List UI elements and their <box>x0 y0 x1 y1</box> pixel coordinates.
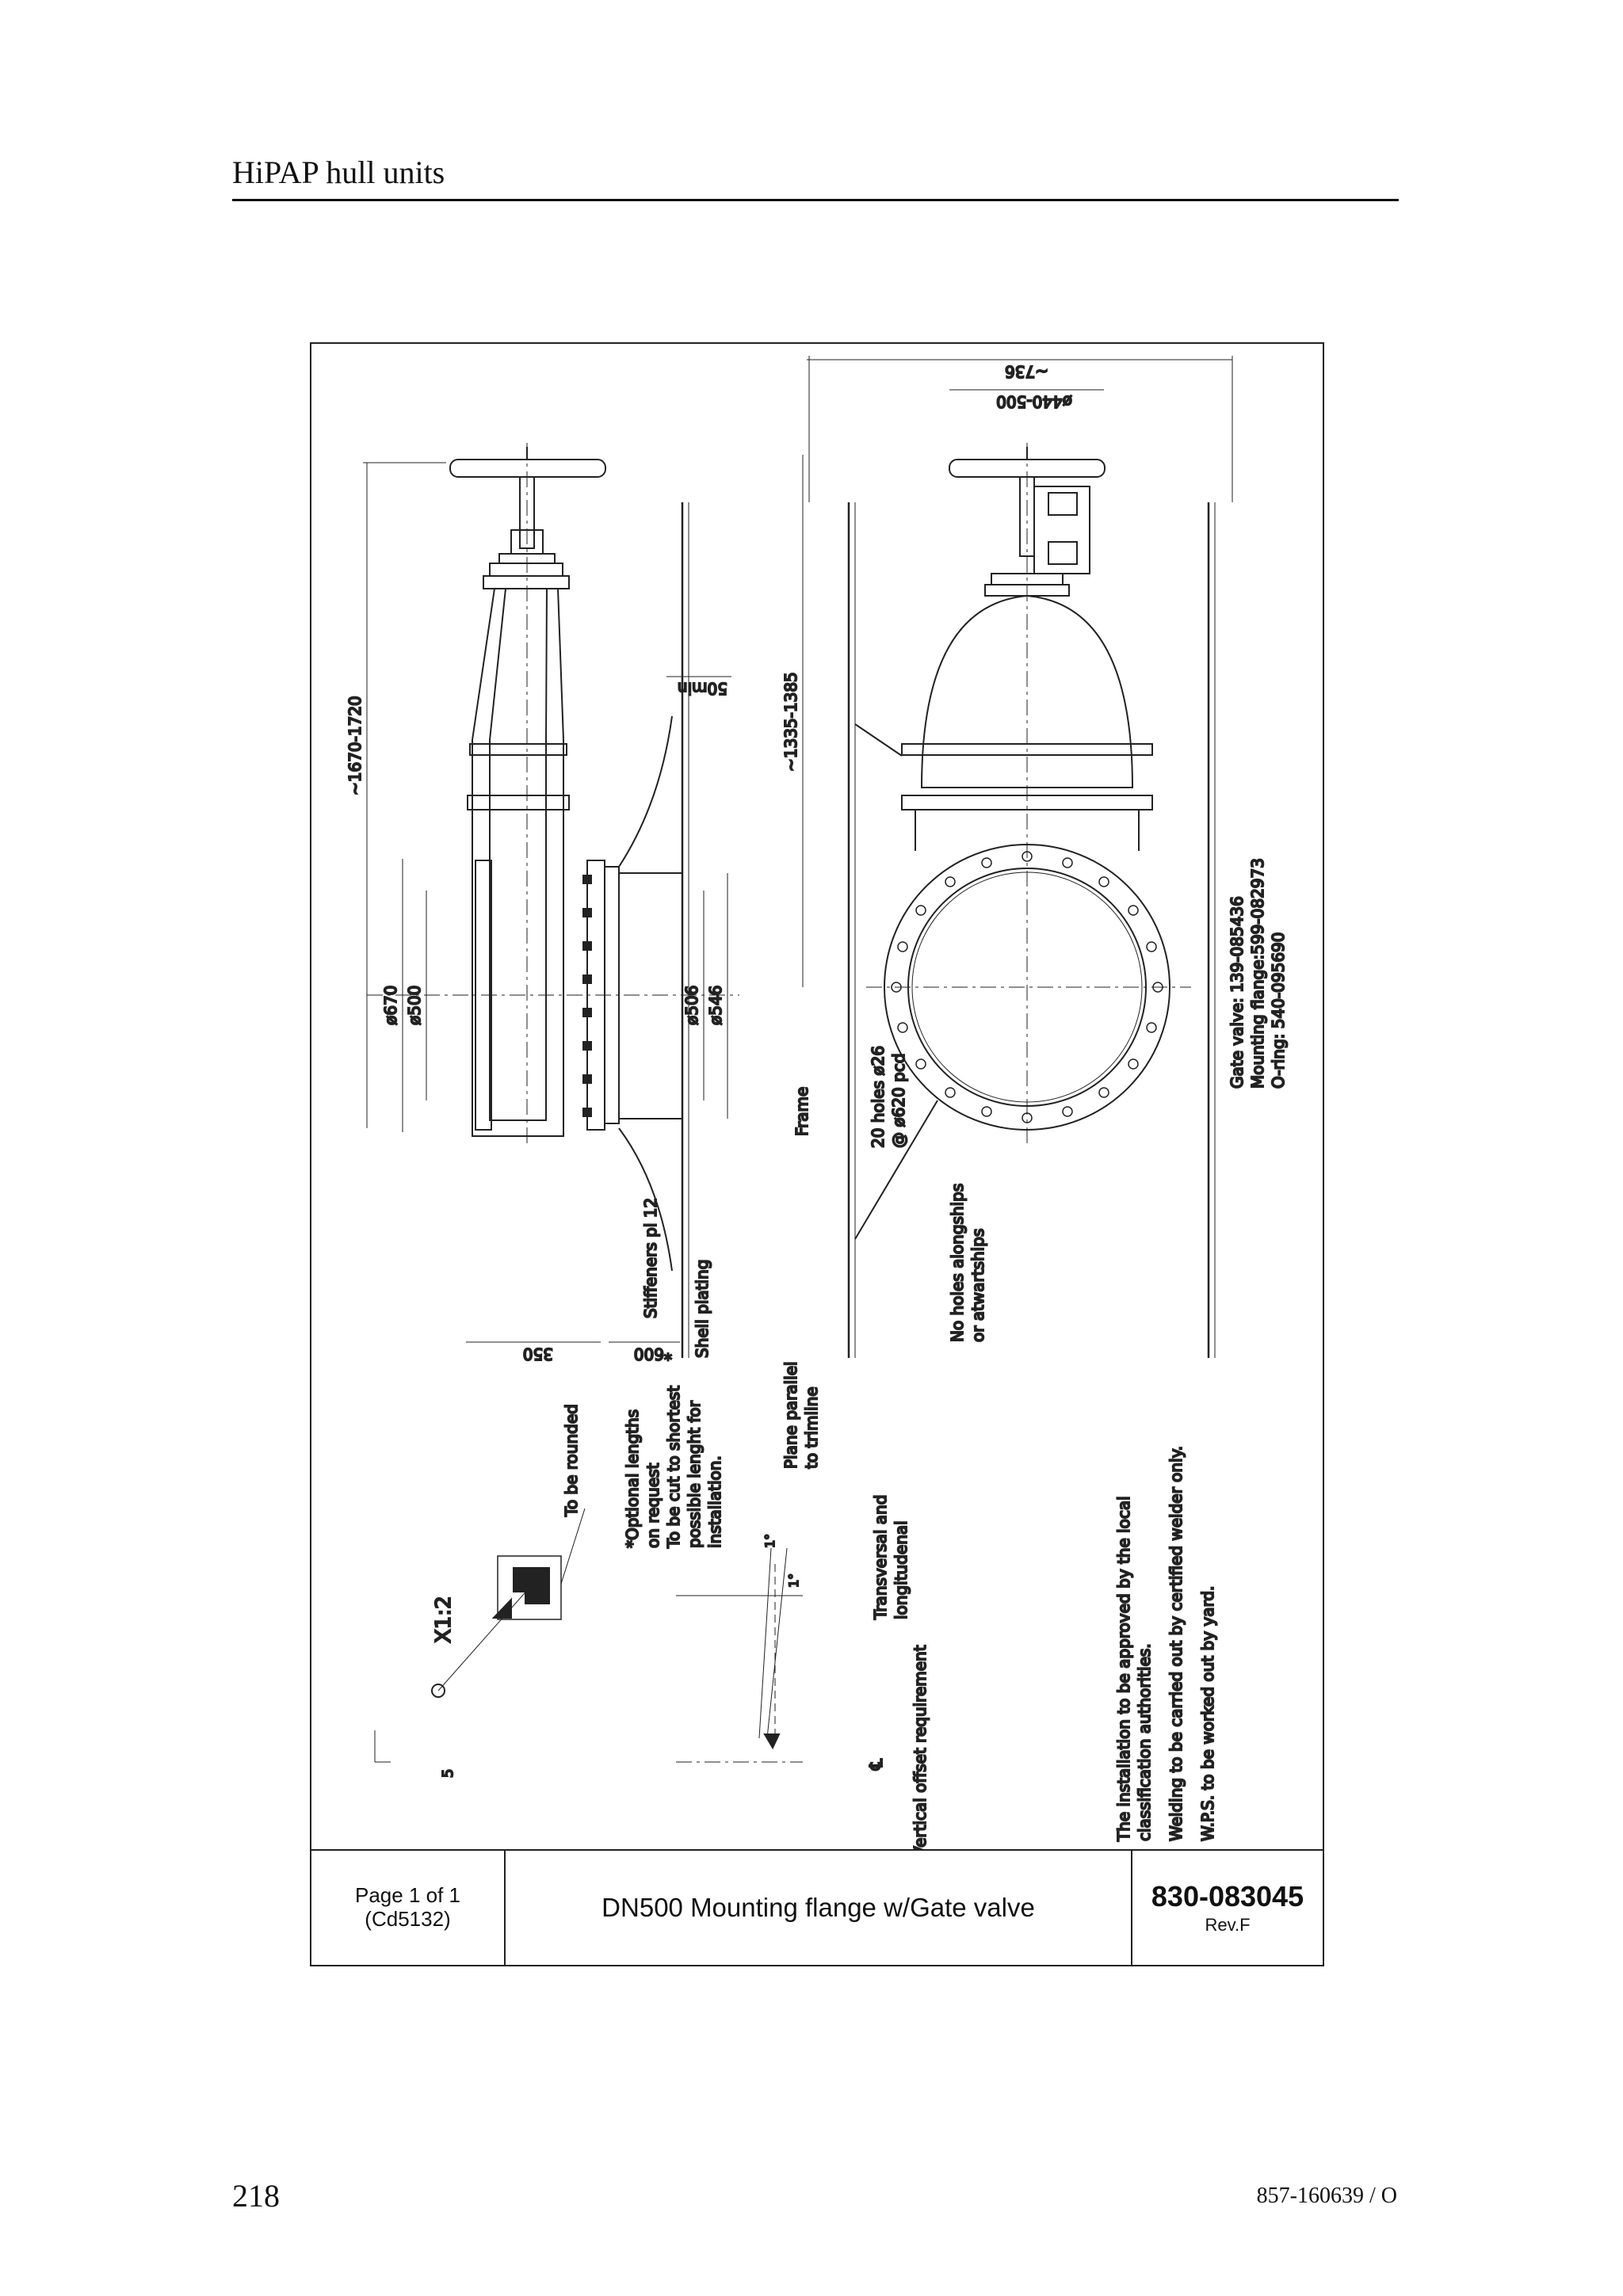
label-no-holes-2: or atwartships <box>968 1229 987 1342</box>
title-block-title-cell: DN500 Mounting flange w/Gate valve <box>506 1851 1132 1965</box>
label-shell-plating: Shell plating <box>693 1260 712 1358</box>
front-view-valve <box>802 356 1233 1358</box>
note-welding: Welding to be carried out by certified w… <box>1167 1446 1186 1841</box>
label-detail-scale: X1:2 <box>432 1596 456 1643</box>
dim-600-label: *600 <box>634 1344 672 1363</box>
title-block-page: Page 1 of 1 <box>355 1883 460 1908</box>
label-optional-1: *Optional lengths <box>623 1409 642 1548</box>
label-frame: Frame <box>792 1087 812 1136</box>
note-wps: W.P.S. to be worked out by yard. <box>1198 1586 1217 1841</box>
label-plane-parallel-1: Plane parallel <box>781 1361 800 1469</box>
label-to-be-rounded: To be rounded <box>562 1404 581 1517</box>
label-optional-4: possible lenght for <box>685 1400 704 1548</box>
header-rule <box>232 199 1399 201</box>
side-stiffener-top <box>618 715 673 868</box>
label-plane-parallel-2: to trimline <box>802 1386 821 1469</box>
note-approval-2: classification authorities. <box>1135 1643 1154 1841</box>
title-block-number: 830-083045 <box>1151 1880 1304 1913</box>
technical-drawing: ~1670-1720 ø670 ø500 ø506 ø546 350 *600 … <box>311 344 1323 1849</box>
weld-fillet-mark <box>513 1567 550 1604</box>
title-block-ref: (Cd5132) <box>365 1907 451 1931</box>
label-part-gate-valve: Gate valve: 139-085436 <box>1228 896 1247 1089</box>
label-transversal-2: longitudenal <box>892 1520 911 1619</box>
label-part-o-ring: O-ring: 540-095690 <box>1269 933 1288 1089</box>
dim-d500-label: ø500 <box>405 986 424 1025</box>
side-flange-bolts <box>582 875 592 1117</box>
side-stiffener-bottom <box>618 1127 673 1272</box>
label-angle-2: 1° <box>786 1573 801 1588</box>
weld-detail <box>374 1508 586 1763</box>
weld-detail-box <box>497 1555 562 1620</box>
label-vertical-offset: Vertical offset requirement <box>911 1645 930 1849</box>
dim-1335-label: ~1335-1385 <box>781 672 800 772</box>
label-no-holes-1: No holes alongships <box>948 1184 967 1342</box>
side-body <box>472 588 564 1137</box>
dim-overall-height-label: ~1670-1720 <box>346 696 365 795</box>
label-part-mounting-flange: Mounting flange:599-082973 <box>1248 858 1267 1089</box>
title-block-number-cell: 830-083045 Rev.F <box>1132 1851 1323 1965</box>
dim-d546-label: ø546 <box>706 986 725 1025</box>
dim-d670-label: ø670 <box>381 986 400 1025</box>
title-block: Page 1 of 1 (Cd5132) DN500 Mounting flan… <box>311 1849 1323 1965</box>
drawing-frame: ~1670-1720 ø670 ø500 ø506 ø546 350 *600 … <box>310 342 1324 1966</box>
front-limit-switch-box <box>1033 486 1090 574</box>
label-transversal-1: Transversal and <box>871 1495 890 1620</box>
trimline-detail <box>676 1547 803 1763</box>
label-stiffeners: Stiffeners pl 12 <box>641 1198 660 1318</box>
dim-736-label: ~736 <box>1005 362 1048 381</box>
label-holes-1: 20 holes ø26 <box>869 1046 888 1148</box>
page-header-title: HiPAP hull units <box>232 154 445 190</box>
side-handwheel <box>449 459 606 478</box>
label-optional-3: To be cut to shortest <box>664 1386 683 1549</box>
label-centerline: ℄ <box>867 1758 887 1771</box>
note-approval-1: The installation to be approved by the l… <box>1114 1496 1133 1842</box>
label-weld-size: 5 <box>440 1769 456 1778</box>
document-id: 857-160639 / O <box>1256 2183 1397 2208</box>
dim-d506-label: ø506 <box>682 986 701 1025</box>
page-number: 218 <box>232 2178 280 2214</box>
label-optional-5: installation. <box>705 1455 724 1548</box>
title-block-rev: Rev.F <box>1205 1915 1251 1935</box>
label-holes-2: @ ø620 pcd <box>889 1053 908 1148</box>
side-view-valve <box>363 443 739 1358</box>
dim-440-label: ø440-500 <box>996 392 1072 411</box>
label-angle-1: 1° <box>762 1534 777 1548</box>
label-optional-2: on request <box>643 1463 663 1548</box>
title-block-title: DN500 Mounting flange w/Gate valve <box>601 1893 1035 1922</box>
title-block-page-cell: Page 1 of 1 (Cd5132) <box>311 1851 506 1965</box>
dim-350-label: 350 <box>523 1344 553 1363</box>
side-mounting-pipe <box>618 872 683 1119</box>
dim-50min-label: 50min <box>678 679 727 698</box>
